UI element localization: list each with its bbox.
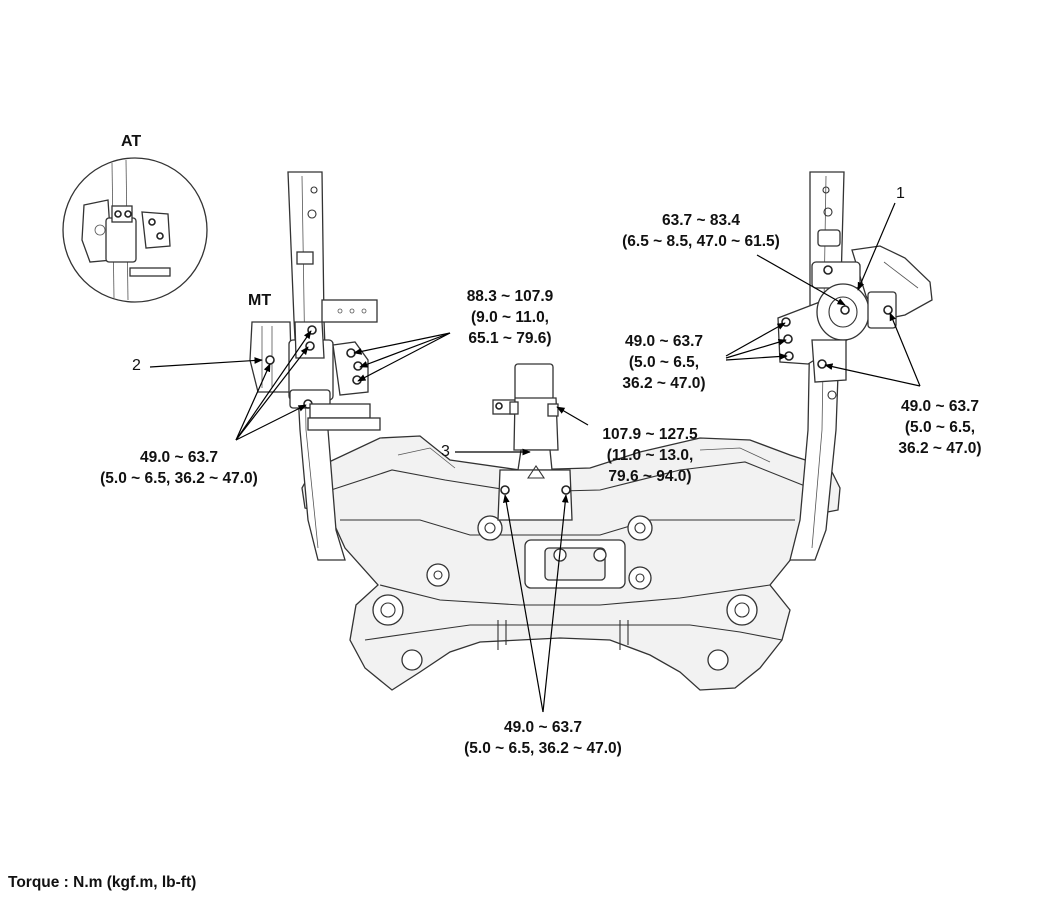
torque-engine-mount-bracket: 49.0 ~ 63.7 (5.0 ~ 6.5, 36.2 ~ 47.0): [598, 331, 730, 394]
torque-unit-note: Torque : N.m (kgf.m, lb-ft): [8, 874, 197, 891]
mt-view-label: MT: [248, 292, 272, 309]
at-inset-view: [62, 157, 208, 303]
torque-line: (9.0 ~ 11.0,: [471, 309, 549, 326]
torque-roll-rod-lower: 49.0 ~ 63.7 (5.0 ~ 6.5, 36.2 ~ 47.0): [436, 717, 650, 759]
torque-line: 79.6 ~ 94.0): [608, 468, 692, 485]
part-number-1: 1: [896, 185, 905, 202]
mt-transmission-mount: [249, 321, 381, 431]
torque-line: 49.0 ~ 63.7: [901, 398, 979, 415]
front-subframe: [301, 435, 841, 691]
torque-line: 49.0 ~ 63.7: [140, 449, 218, 466]
engine-mount-bracket: [777, 245, 933, 383]
torque-line: (5.0 ~ 6.5, 36.2 ~ 47.0): [100, 470, 258, 487]
torque-line: 49.0 ~ 63.7: [625, 333, 703, 350]
torque-line: (6.5 ~ 8.5, 47.0 ~ 61.5): [622, 233, 780, 250]
torque-line: (11.0 ~ 13.0,: [606, 447, 694, 464]
torque-roll-rod-upper: 107.9 ~ 127.5 (11.0 ~ 13.0, 79.6 ~ 94.0): [584, 424, 716, 487]
torque-line: (5.0 ~ 6.5,: [628, 354, 700, 371]
torque-line: (5.0 ~ 6.5,: [904, 419, 976, 436]
leader-lines: [149, 202, 921, 713]
at-view-label: AT: [121, 133, 142, 150]
torque-line: 107.9 ~ 127.5: [602, 426, 698, 443]
roll-rod-bracket: [492, 363, 573, 521]
torque-mt-mount: 49.0 ~ 63.7 (5.0 ~ 6.5, 36.2 ~ 47.0): [76, 447, 282, 489]
torque-line: 65.1 ~ 79.6): [468, 330, 552, 347]
torque-line: 88.3 ~ 107.9: [466, 288, 554, 305]
torque-engine-mount-center: 63.7 ~ 83.4 (6.5 ~ 8.5, 47.0 ~ 61.5): [596, 210, 806, 252]
part-number-2: 2: [132, 357, 141, 374]
torque-mt-bracket: 88.3 ~ 107.9 (9.0 ~ 11.0, 65.1 ~ 79.6): [445, 286, 575, 349]
torque-line: 36.2 ~ 47.0): [622, 375, 706, 392]
torque-engine-mount-side: 49.0 ~ 63.7 (5.0 ~ 6.5, 36.2 ~ 47.0): [874, 396, 1006, 459]
torque-line: (5.0 ~ 6.5, 36.2 ~ 47.0): [464, 740, 622, 757]
part-number-3: 3: [441, 443, 450, 460]
torque-line: 36.2 ~ 47.0): [898, 440, 982, 457]
torque-line: 63.7 ~ 83.4: [662, 212, 740, 229]
torque-line: 49.0 ~ 63.7: [504, 719, 582, 736]
